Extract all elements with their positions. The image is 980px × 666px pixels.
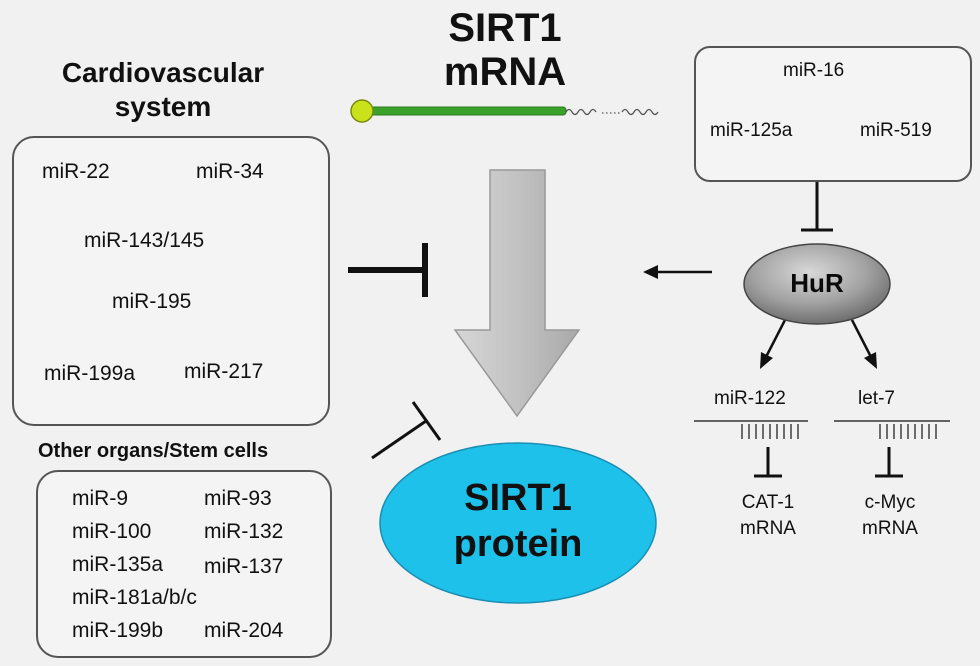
mrna-strand bbox=[361, 106, 659, 116]
other-inhibition-symbol bbox=[371, 401, 442, 460]
mirna-label: miR-122 bbox=[714, 388, 786, 409]
mirna-label: miR-34 bbox=[196, 160, 264, 183]
mirna-label: miR-16 bbox=[783, 60, 845, 81]
cat1-mrna-label: CAT-1 mRNA bbox=[722, 490, 814, 542]
mirna-label: miR-9 bbox=[72, 487, 128, 510]
mirna-label: miR-199b bbox=[72, 619, 164, 642]
mirna-label: let-7 bbox=[858, 388, 895, 409]
hur-to-mir122-arrow bbox=[760, 319, 787, 369]
mirna-label: miR-519 bbox=[860, 120, 932, 141]
hur-regulator-box bbox=[694, 46, 972, 182]
mirna-label: miR-100 bbox=[72, 520, 152, 543]
mirna-label: miR-132 bbox=[204, 520, 284, 543]
cat1-line2: mRNA bbox=[740, 518, 796, 539]
cmyc-mrna-label: c-Myc mRNA bbox=[844, 490, 936, 542]
hur-to-let7-arrow bbox=[850, 319, 877, 369]
cmyc-line1: c-Myc bbox=[864, 492, 916, 513]
cmyc-line2: mRNA bbox=[862, 518, 918, 539]
mirna-label: miR-93 bbox=[204, 487, 272, 510]
let7-inhibition-symbol bbox=[875, 447, 903, 478]
hur-ellipse bbox=[743, 243, 891, 325]
title-line1: SIRT1 bbox=[448, 6, 562, 50]
cardio-inhibition-symbol bbox=[348, 243, 428, 297]
title-line2: mRNA bbox=[443, 50, 567, 94]
cardio-heading: Cardiovascular system bbox=[18, 56, 308, 124]
mirna-label: miR-195 bbox=[112, 290, 192, 313]
cardio-heading-line2: system bbox=[114, 91, 212, 122]
page-title: SIRT1 mRNA bbox=[380, 6, 630, 94]
mirna-label: miR-181a/b/c bbox=[72, 586, 197, 609]
mirna-label: miR-143/145 bbox=[84, 229, 205, 252]
cardio-heading-line1: Cardiovascular bbox=[61, 57, 265, 88]
hur-label: HuR bbox=[790, 268, 844, 298]
mirna-label: miR-199a bbox=[44, 362, 136, 385]
mirna-label: miR-135a bbox=[72, 553, 164, 576]
other-organs-box bbox=[36, 470, 332, 658]
mirna-label: miR-22 bbox=[42, 160, 110, 183]
hur-activation-arrow bbox=[643, 265, 712, 279]
protein-line2: protein bbox=[453, 523, 583, 565]
protein-line1: SIRT1 bbox=[464, 477, 572, 519]
mrna-cap bbox=[350, 99, 374, 123]
other-organs-heading: Other organs/Stem cells bbox=[38, 440, 269, 462]
protein-label: SIRT1 protein bbox=[380, 475, 656, 567]
hur-box-inhibition-symbol bbox=[801, 180, 833, 232]
cat1-line1: CAT-1 bbox=[741, 492, 795, 513]
mirna-label: miR-125a bbox=[710, 120, 793, 141]
mirna-label: miR-217 bbox=[184, 360, 264, 383]
protein-ellipse bbox=[379, 442, 657, 604]
mirna-label: miR-137 bbox=[204, 555, 284, 578]
mir122-inhibition-symbol bbox=[754, 447, 782, 478]
cardio-mirna-box bbox=[12, 136, 330, 426]
mirna-label: miR-204 bbox=[204, 619, 284, 642]
translation-arrow bbox=[453, 169, 581, 418]
